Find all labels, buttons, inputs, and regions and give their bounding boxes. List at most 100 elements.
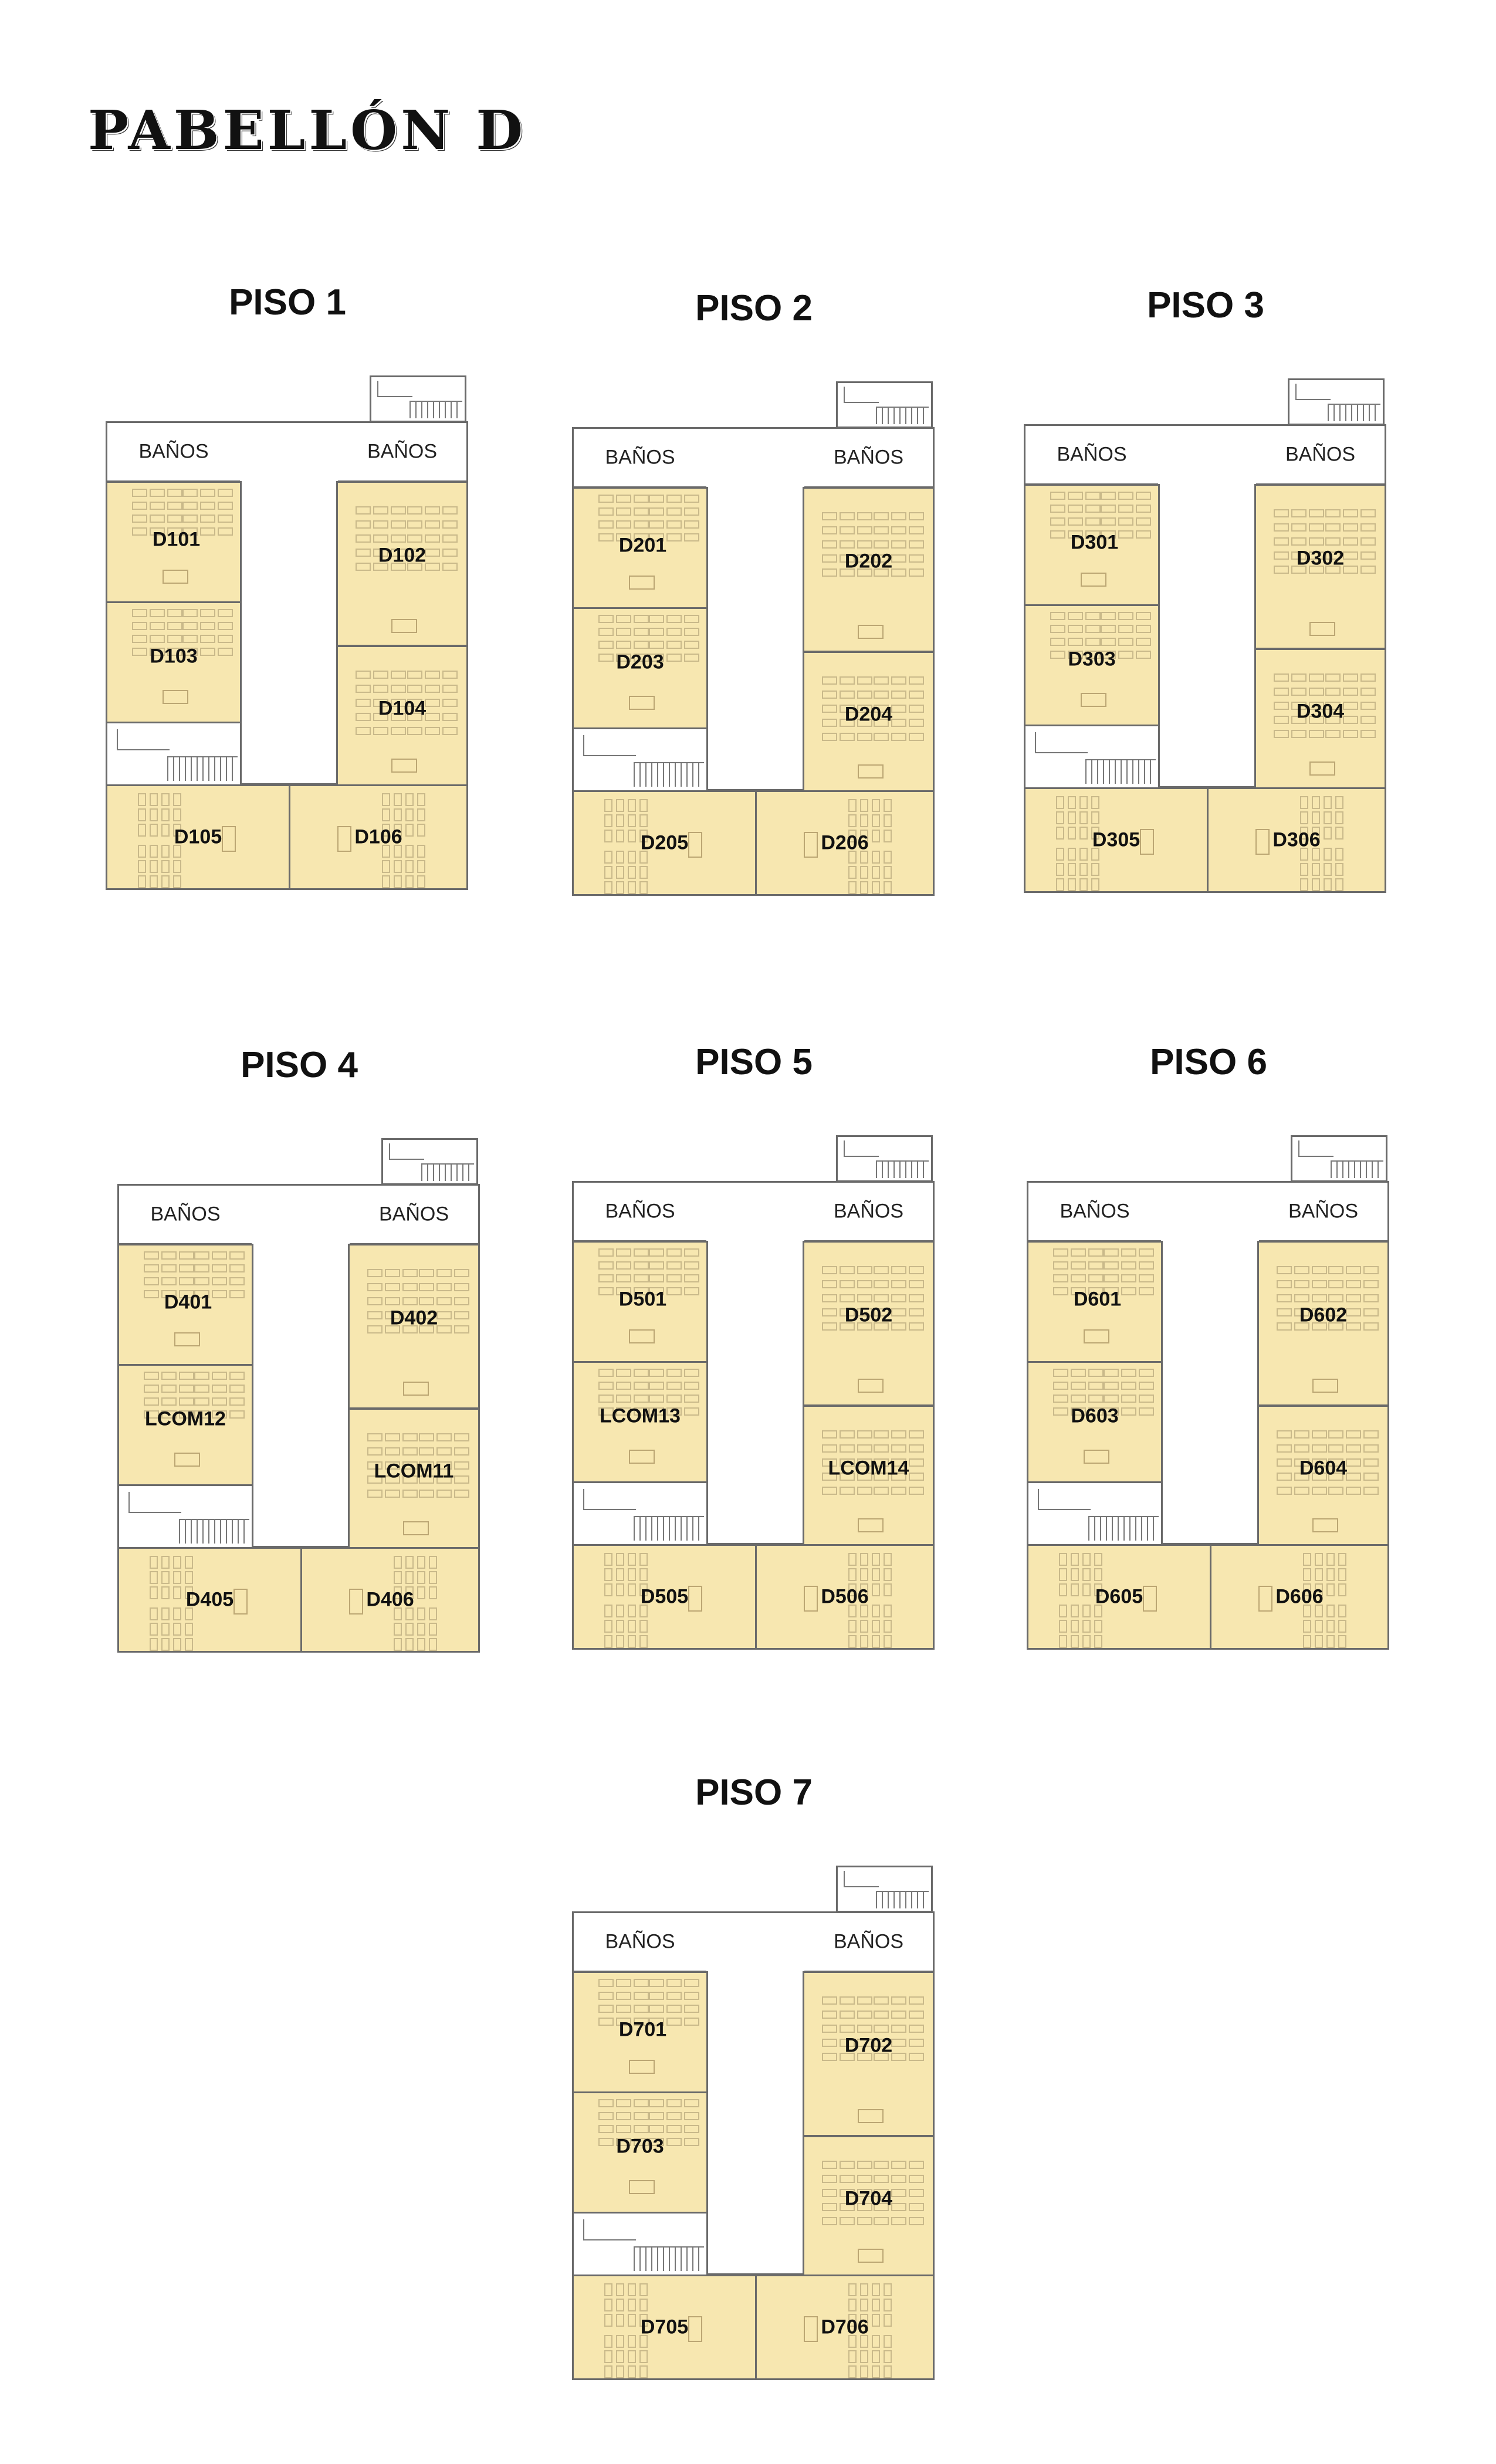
desk-icon (1088, 1395, 1104, 1403)
desk-icon (1139, 1248, 1154, 1257)
room-label: D505 (640, 1585, 689, 1608)
desk-icon (628, 2314, 636, 2327)
desk-icon (150, 1571, 158, 1584)
desk-icon (1053, 1248, 1068, 1257)
desk-icon (1136, 638, 1151, 646)
desk-icon (628, 881, 636, 894)
desk-icon (857, 1487, 872, 1495)
desk-icon (385, 1297, 400, 1305)
desk-icon (1325, 523, 1341, 532)
desk-icon (425, 506, 440, 515)
desk-icon (200, 622, 215, 630)
room-label: D202 (844, 550, 893, 573)
desk-icon (604, 830, 612, 842)
desk-icon (840, 676, 855, 685)
desk-icon (212, 1264, 227, 1272)
desk-icon (1071, 1382, 1086, 1390)
desk-icon (1101, 651, 1116, 659)
desk-icon (373, 671, 388, 679)
desk-icon (1326, 1635, 1335, 1648)
desk-icon (874, 2203, 889, 2211)
desk-icon (150, 609, 165, 617)
desk-icon (1094, 1553, 1102, 1566)
desk-icon (173, 875, 181, 888)
desk-icon (848, 1605, 857, 1617)
desk-icon (1309, 673, 1324, 682)
desk-icon (872, 2314, 880, 2327)
desk-icon (1094, 1568, 1102, 1581)
desk-icon (1360, 716, 1376, 724)
desk-icon (666, 1992, 682, 2000)
desk-icon (840, 526, 855, 534)
desk-icon (857, 1280, 872, 1288)
desk-icon (407, 563, 422, 571)
desk-icon (436, 1325, 452, 1333)
desk-icon (909, 1473, 924, 1481)
desk-icon (857, 2203, 872, 2211)
desk-icon (634, 628, 649, 636)
desk-icon (822, 1280, 837, 1288)
desk-icon (1088, 1248, 1104, 1257)
desk-icon (161, 1264, 177, 1272)
teacher-desk-icon (804, 2316, 818, 2342)
room-label: D305 (1092, 828, 1140, 851)
desk-icon (1056, 863, 1064, 876)
desk-icon (874, 2039, 889, 2047)
desk-icon (385, 1325, 400, 1333)
desk-icon (909, 676, 924, 685)
desk-icon (150, 808, 158, 821)
desk-icon (872, 814, 880, 827)
desk-icon (891, 2025, 906, 2033)
desk-icon (1088, 1382, 1104, 1390)
stair-rail (844, 402, 879, 403)
teacher-desk-icon (1084, 1450, 1109, 1464)
desk-icon (598, 2138, 614, 2146)
desk-icon (417, 1556, 425, 1569)
desk-icon (840, 1294, 855, 1302)
stair-rail (844, 1140, 845, 1156)
desk-icon (1294, 1280, 1309, 1288)
desk-icon (1071, 1261, 1086, 1270)
desk-icon (891, 1322, 906, 1331)
desk-icon (639, 851, 648, 864)
desk-icon (150, 648, 165, 656)
desk-icon (402, 1325, 418, 1333)
classroom: D706 (755, 2275, 935, 2380)
desk-icon (604, 1605, 612, 1617)
desk-icon (860, 2365, 868, 2378)
desk-icon (1053, 1382, 1068, 1390)
desk-icon (874, 1322, 889, 1331)
stair-steps (876, 1160, 929, 1178)
desk-icon (405, 1586, 414, 1599)
classroom: D505 (572, 1544, 757, 1650)
desk-icon (161, 1290, 177, 1298)
desk-icon (822, 2217, 837, 2225)
desk-icon (1068, 612, 1083, 620)
desk-icon (150, 489, 165, 497)
desk-icon (628, 830, 636, 842)
desk-icon (356, 727, 371, 735)
desk-icon (391, 699, 406, 707)
desk-icon (144, 1372, 159, 1380)
desk-icon (884, 2350, 892, 2363)
room-label: D405 (185, 1588, 234, 1611)
desk-icon (857, 1294, 872, 1302)
desk-icon (1104, 1261, 1119, 1270)
desk-icon (405, 1556, 414, 1569)
teacher-desk-icon (1309, 622, 1335, 636)
desk-icon (857, 2175, 872, 2183)
desk-icon (173, 1571, 181, 1584)
desk-icon (356, 520, 371, 529)
desk-icon (822, 1266, 837, 1274)
desk-icon (1294, 1294, 1309, 1302)
desk-icon (666, 1369, 682, 1377)
desk-icon (1360, 688, 1376, 696)
desk-icon (628, 866, 636, 879)
desk-icon (891, 540, 906, 549)
teacher-desk-icon (1084, 1329, 1109, 1343)
desk-icon (173, 808, 181, 821)
desk-icon (1291, 702, 1307, 710)
desk-icon (628, 2335, 636, 2348)
room-label: LCOM14 (828, 1457, 909, 1480)
desk-icon (425, 685, 440, 693)
